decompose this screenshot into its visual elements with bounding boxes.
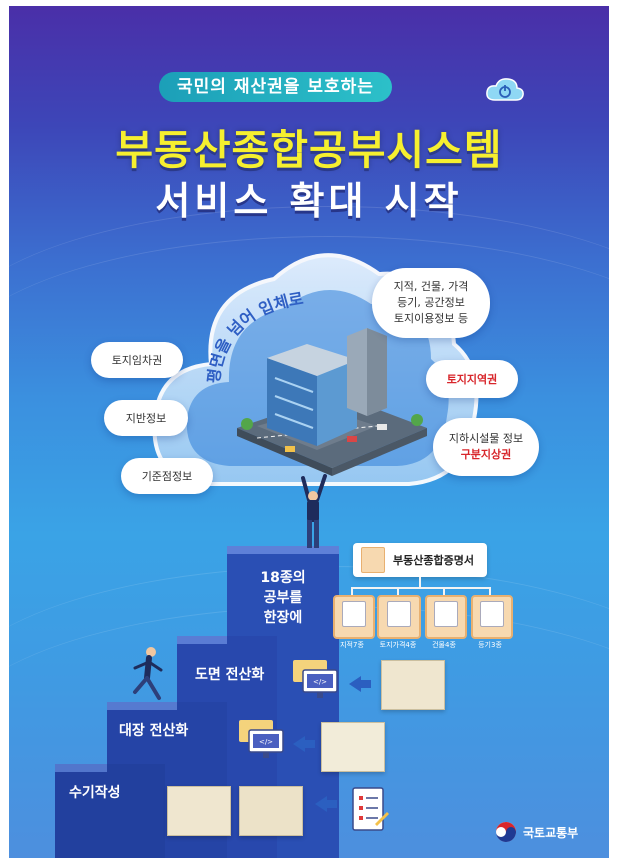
- bubble-easement: 토지지역권: [426, 360, 518, 398]
- checklist-document-icon: [352, 787, 389, 831]
- bubble-text: 지반정보: [125, 412, 167, 425]
- stair-top-edge: [107, 702, 177, 710]
- main-title: 부동산종합공부시스템: [115, 126, 503, 174]
- bubble-reference-point: 기준점정보: [121, 458, 213, 494]
- bubble-text: 기준점정보: [141, 470, 193, 483]
- computer-monitor-icon: </>: [293, 660, 338, 698]
- bubble-text: 토지임차권: [111, 354, 163, 367]
- building-illustration: [237, 328, 427, 476]
- connector-line: [443, 587, 445, 595]
- cert-item-registry: [471, 595, 513, 639]
- handwritten-map-image: [239, 786, 303, 836]
- bubble-text: 구분지상권: [460, 448, 512, 461]
- step4-line: 한장에: [263, 610, 303, 626]
- person-running: [133, 647, 163, 700]
- bubble-underground: 지하시설물 정보 구분지상권: [433, 418, 539, 476]
- certificate-title: 부동산종합증명서: [393, 554, 474, 567]
- bubble-text: 등기, 공간정보: [397, 296, 465, 309]
- cert-item-label: 건물4종: [432, 641, 456, 649]
- bubble-text: 지적, 건물, 가격: [393, 280, 469, 293]
- step4-label: 18종의 공부를 한장에: [227, 568, 339, 628]
- bubble-text: 지하시설물 정보: [448, 432, 524, 445]
- ledger-document-image: [321, 722, 385, 772]
- bg-wave: [9, 206, 609, 467]
- step3-label: 도면 전산화: [195, 667, 265, 683]
- connector-line: [351, 587, 353, 595]
- certificate-card: 부동산종합증명서: [353, 543, 487, 577]
- ministry-logo: 국토교통부: [495, 821, 578, 843]
- stair-top-edge: [227, 546, 339, 554]
- bubble-ground-info: 지반정보: [104, 400, 188, 436]
- cert-item-label: 토지가격4종: [379, 641, 417, 649]
- bubble-text: 토지이용정보 등: [393, 312, 469, 325]
- cert-item-land-price: [377, 595, 421, 639]
- connector-line: [397, 587, 399, 595]
- step1-label: 수기작성: [69, 785, 121, 801]
- cloud-power-icon: [486, 78, 524, 101]
- cert-item-building: [425, 595, 467, 639]
- poster: 국민의 재산권을 보호하는 부동산종합공부시스템 서비스 확대 시작 평면을 넘…: [9, 6, 609, 858]
- step2-label: 대장 전산화: [119, 723, 189, 739]
- step4-line: 공부를: [263, 590, 303, 606]
- bg-wave: [9, 236, 609, 497]
- document-icon: [387, 601, 411, 627]
- ministry-name: 국토교통부: [523, 825, 579, 840]
- document-icon: [342, 601, 366, 627]
- taegeuk-logo-icon: [496, 822, 516, 842]
- connector-line: [419, 577, 421, 587]
- certificate-icon: [361, 547, 385, 573]
- bubble-land-lease: 토지임차권: [91, 342, 183, 378]
- svg-text:</>: </>: [259, 738, 273, 746]
- handwritten-ledger-image: [167, 786, 231, 836]
- cert-item-label: 지적7종: [340, 641, 364, 649]
- svg-text:</>: </>: [313, 678, 327, 686]
- tagline: 국민의 재산권을 보호하는: [159, 72, 392, 102]
- sub-title: 서비스 확대 시작: [155, 179, 463, 223]
- connector-line: [351, 587, 491, 589]
- bubble-base-info: 지적, 건물, 가격 등기, 공간정보 토지이용정보 등: [372, 268, 490, 338]
- bubble-text: 토지지역권: [446, 373, 498, 386]
- document-icon: [434, 601, 458, 627]
- stair-step-1: 수기작성: [55, 764, 165, 858]
- person-cheering: [301, 474, 327, 548]
- arrow-left-icon: [349, 676, 371, 692]
- step4-line: 18종의: [260, 570, 306, 586]
- cert-item-cadastre: [333, 595, 375, 639]
- document-icon: [480, 601, 504, 627]
- stair-top-edge: [177, 636, 227, 644]
- arrow-left-icon: [293, 736, 315, 752]
- arrow-left-icon: [315, 796, 337, 812]
- cert-item-label: 등기3종: [478, 641, 502, 649]
- map-drawing-image: [381, 660, 445, 710]
- computer-monitor-icon: </>: [239, 720, 284, 758]
- connector-line: [489, 587, 491, 595]
- stair-top-edge: [55, 764, 107, 772]
